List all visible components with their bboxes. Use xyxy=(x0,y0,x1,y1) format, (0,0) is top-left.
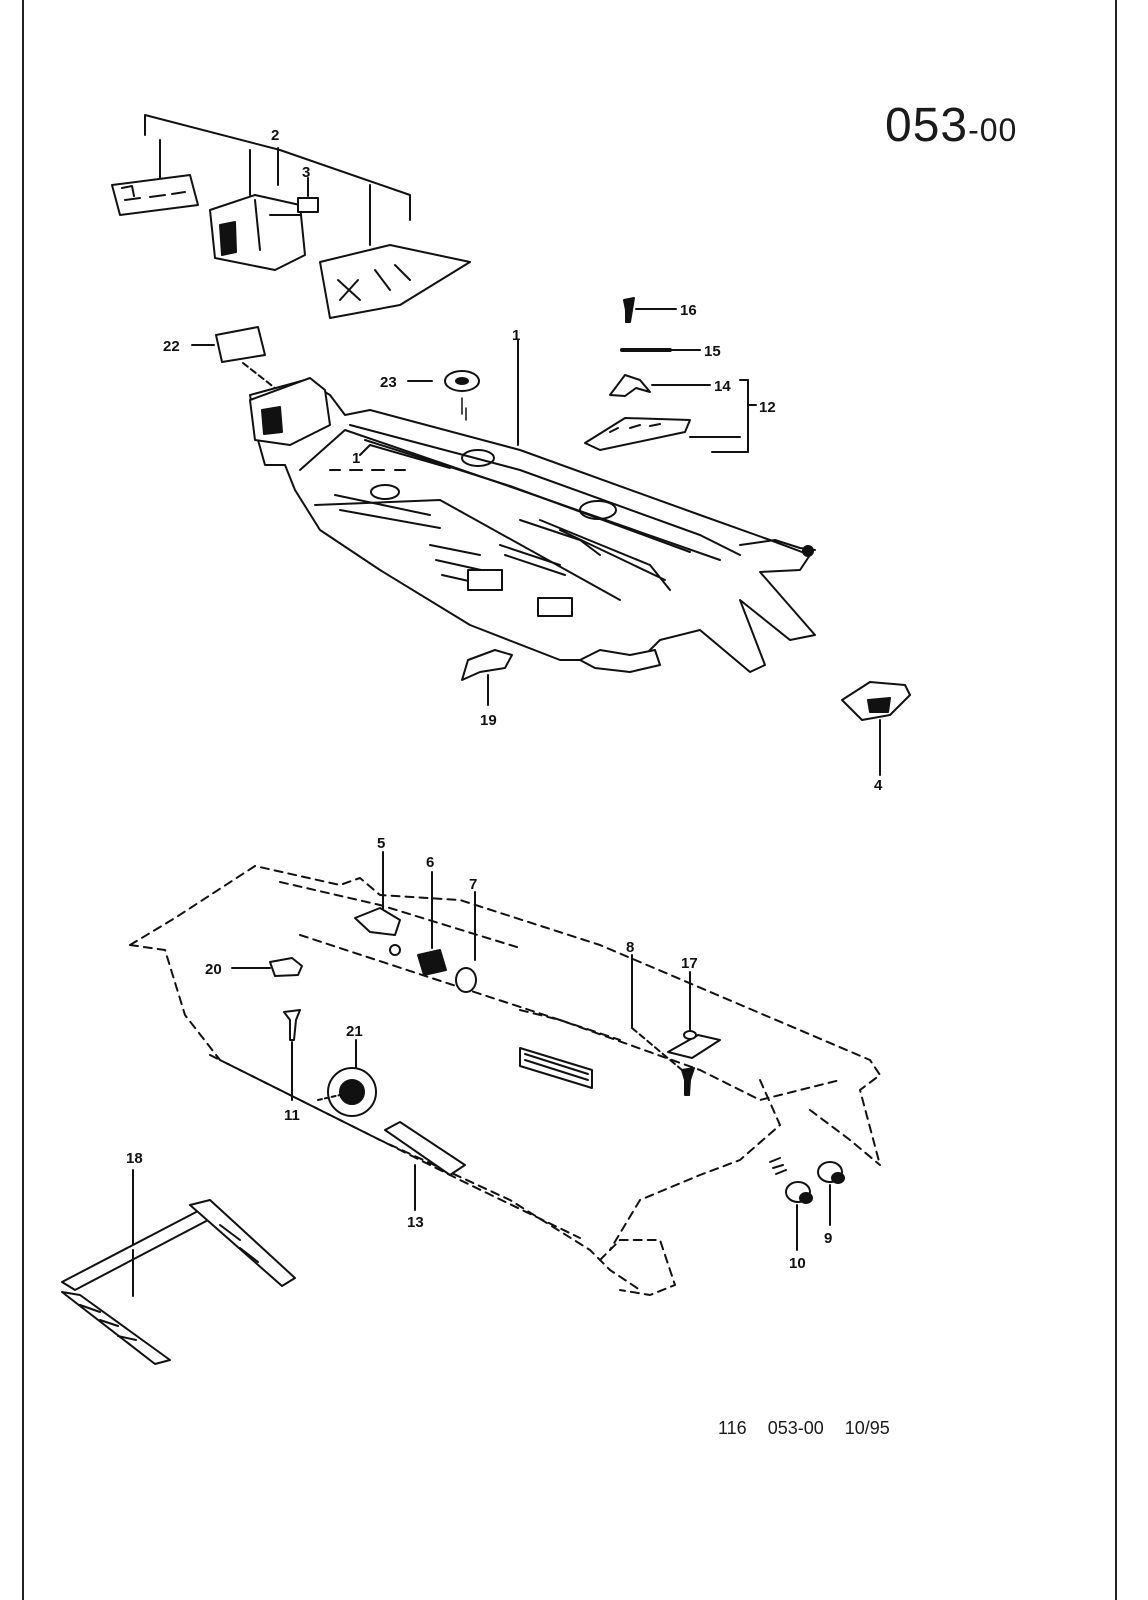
part-2-left-bracket xyxy=(111,174,199,216)
part-16-screw xyxy=(623,297,677,323)
part-22-sleeve xyxy=(191,326,276,389)
callout-15: 15 xyxy=(704,343,721,360)
callout-1-top: 1 xyxy=(512,327,520,344)
part-20-clip xyxy=(231,957,303,977)
callout-12: 12 xyxy=(759,399,776,416)
center-strip xyxy=(519,1047,593,1089)
part-7-plug xyxy=(455,891,477,993)
footer-reference: 116 053-00 10/95 xyxy=(718,1418,890,1438)
part-23-grommet xyxy=(407,370,480,421)
part-17-plate xyxy=(667,971,721,1059)
lower-floor-outline xyxy=(129,865,881,1296)
callout-labels: 1 1 2 3 4 5 6 7 8 9 10 11 12 13 14 15 16… xyxy=(126,127,883,1272)
part-3-clip xyxy=(297,177,319,213)
part-9-plug xyxy=(817,1161,845,1226)
callout-13: 13 xyxy=(407,1214,424,1231)
callout-19: 19 xyxy=(480,712,497,729)
part-5-bracket xyxy=(354,851,401,956)
diagram-code-suffix: -00 xyxy=(968,112,1018,148)
part-13-strip xyxy=(384,1121,466,1211)
part-2-center-housing xyxy=(209,194,306,271)
callout-9: 9 xyxy=(824,1230,832,1247)
bracket-group-2 xyxy=(144,114,411,246)
part-11-screw xyxy=(283,1009,301,1101)
part-2-floor-panel xyxy=(319,244,471,319)
callout-4: 4 xyxy=(874,777,883,794)
callout-16: 16 xyxy=(680,302,697,319)
part-8-screw xyxy=(631,954,695,1096)
callout-21: 21 xyxy=(346,1023,363,1040)
part-21-grommet xyxy=(317,1039,377,1117)
callout-3: 3 xyxy=(302,164,310,181)
callout-14: 14 xyxy=(714,378,731,395)
part-6-clip xyxy=(417,871,447,976)
callout-2: 2 xyxy=(271,127,279,144)
part-19-bracket xyxy=(461,649,513,706)
callout-20: 20 xyxy=(205,961,222,978)
callout-22: 22 xyxy=(163,338,180,355)
callout-18: 18 xyxy=(126,1150,143,1167)
right-border-line xyxy=(1115,0,1117,1600)
part-4-mount xyxy=(841,681,911,776)
callout-1: 1 xyxy=(352,450,360,467)
callout-23: 23 xyxy=(380,374,397,391)
callout-17: 17 xyxy=(681,955,698,972)
left-border-line xyxy=(22,0,24,1600)
part-18-crossmember xyxy=(61,1169,296,1365)
diagram-code-main: 053 xyxy=(885,99,969,152)
callout-8: 8 xyxy=(626,939,634,956)
callout-10: 10 xyxy=(789,1255,806,1272)
part-14-clip xyxy=(609,374,711,397)
part-1-floor-assembly xyxy=(249,339,816,673)
callout-6: 6 xyxy=(426,854,434,871)
callout-5: 5 xyxy=(377,835,385,852)
part-10-plug xyxy=(769,1157,813,1251)
diagram-code: 053-00 xyxy=(885,98,1017,153)
callout-11: 11 xyxy=(284,1107,300,1124)
callout-7: 7 xyxy=(469,876,477,893)
part-12-bracket xyxy=(584,379,757,453)
